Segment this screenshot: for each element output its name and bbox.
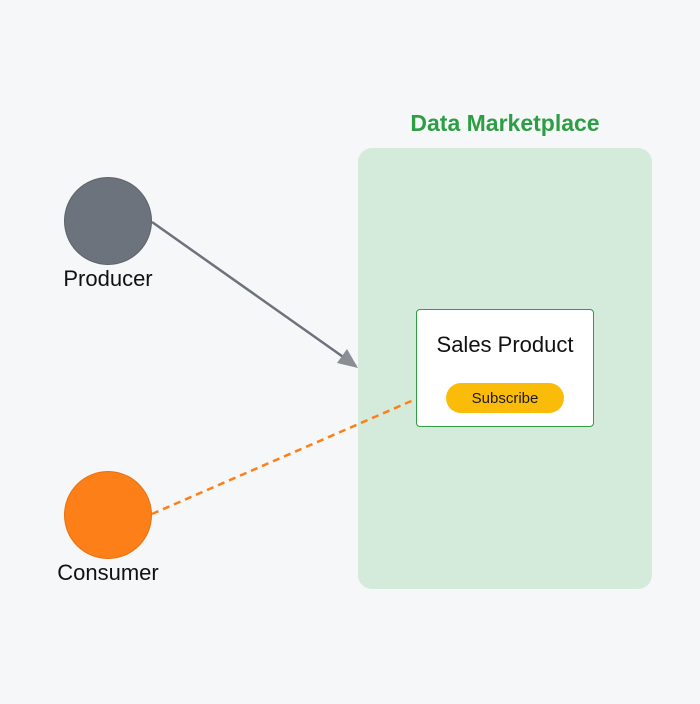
- product-card[interactable]: Sales Product Subscribe: [416, 309, 594, 427]
- producer-node: [64, 177, 152, 265]
- arrowhead-icon: [337, 349, 358, 368]
- consumer-node: [64, 471, 152, 559]
- marketplace-title: Data Marketplace: [410, 110, 600, 136]
- producer-publish-arrow: [151, 220, 357, 368]
- consumer-subscribe-dashed-line: [151, 397, 417, 516]
- consumer-label: Consumer: [57, 560, 159, 585]
- subscribe-button[interactable]: Subscribe: [446, 383, 564, 413]
- product-name: Sales Product: [436, 332, 574, 357]
- producer-label: Producer: [63, 266, 153, 291]
